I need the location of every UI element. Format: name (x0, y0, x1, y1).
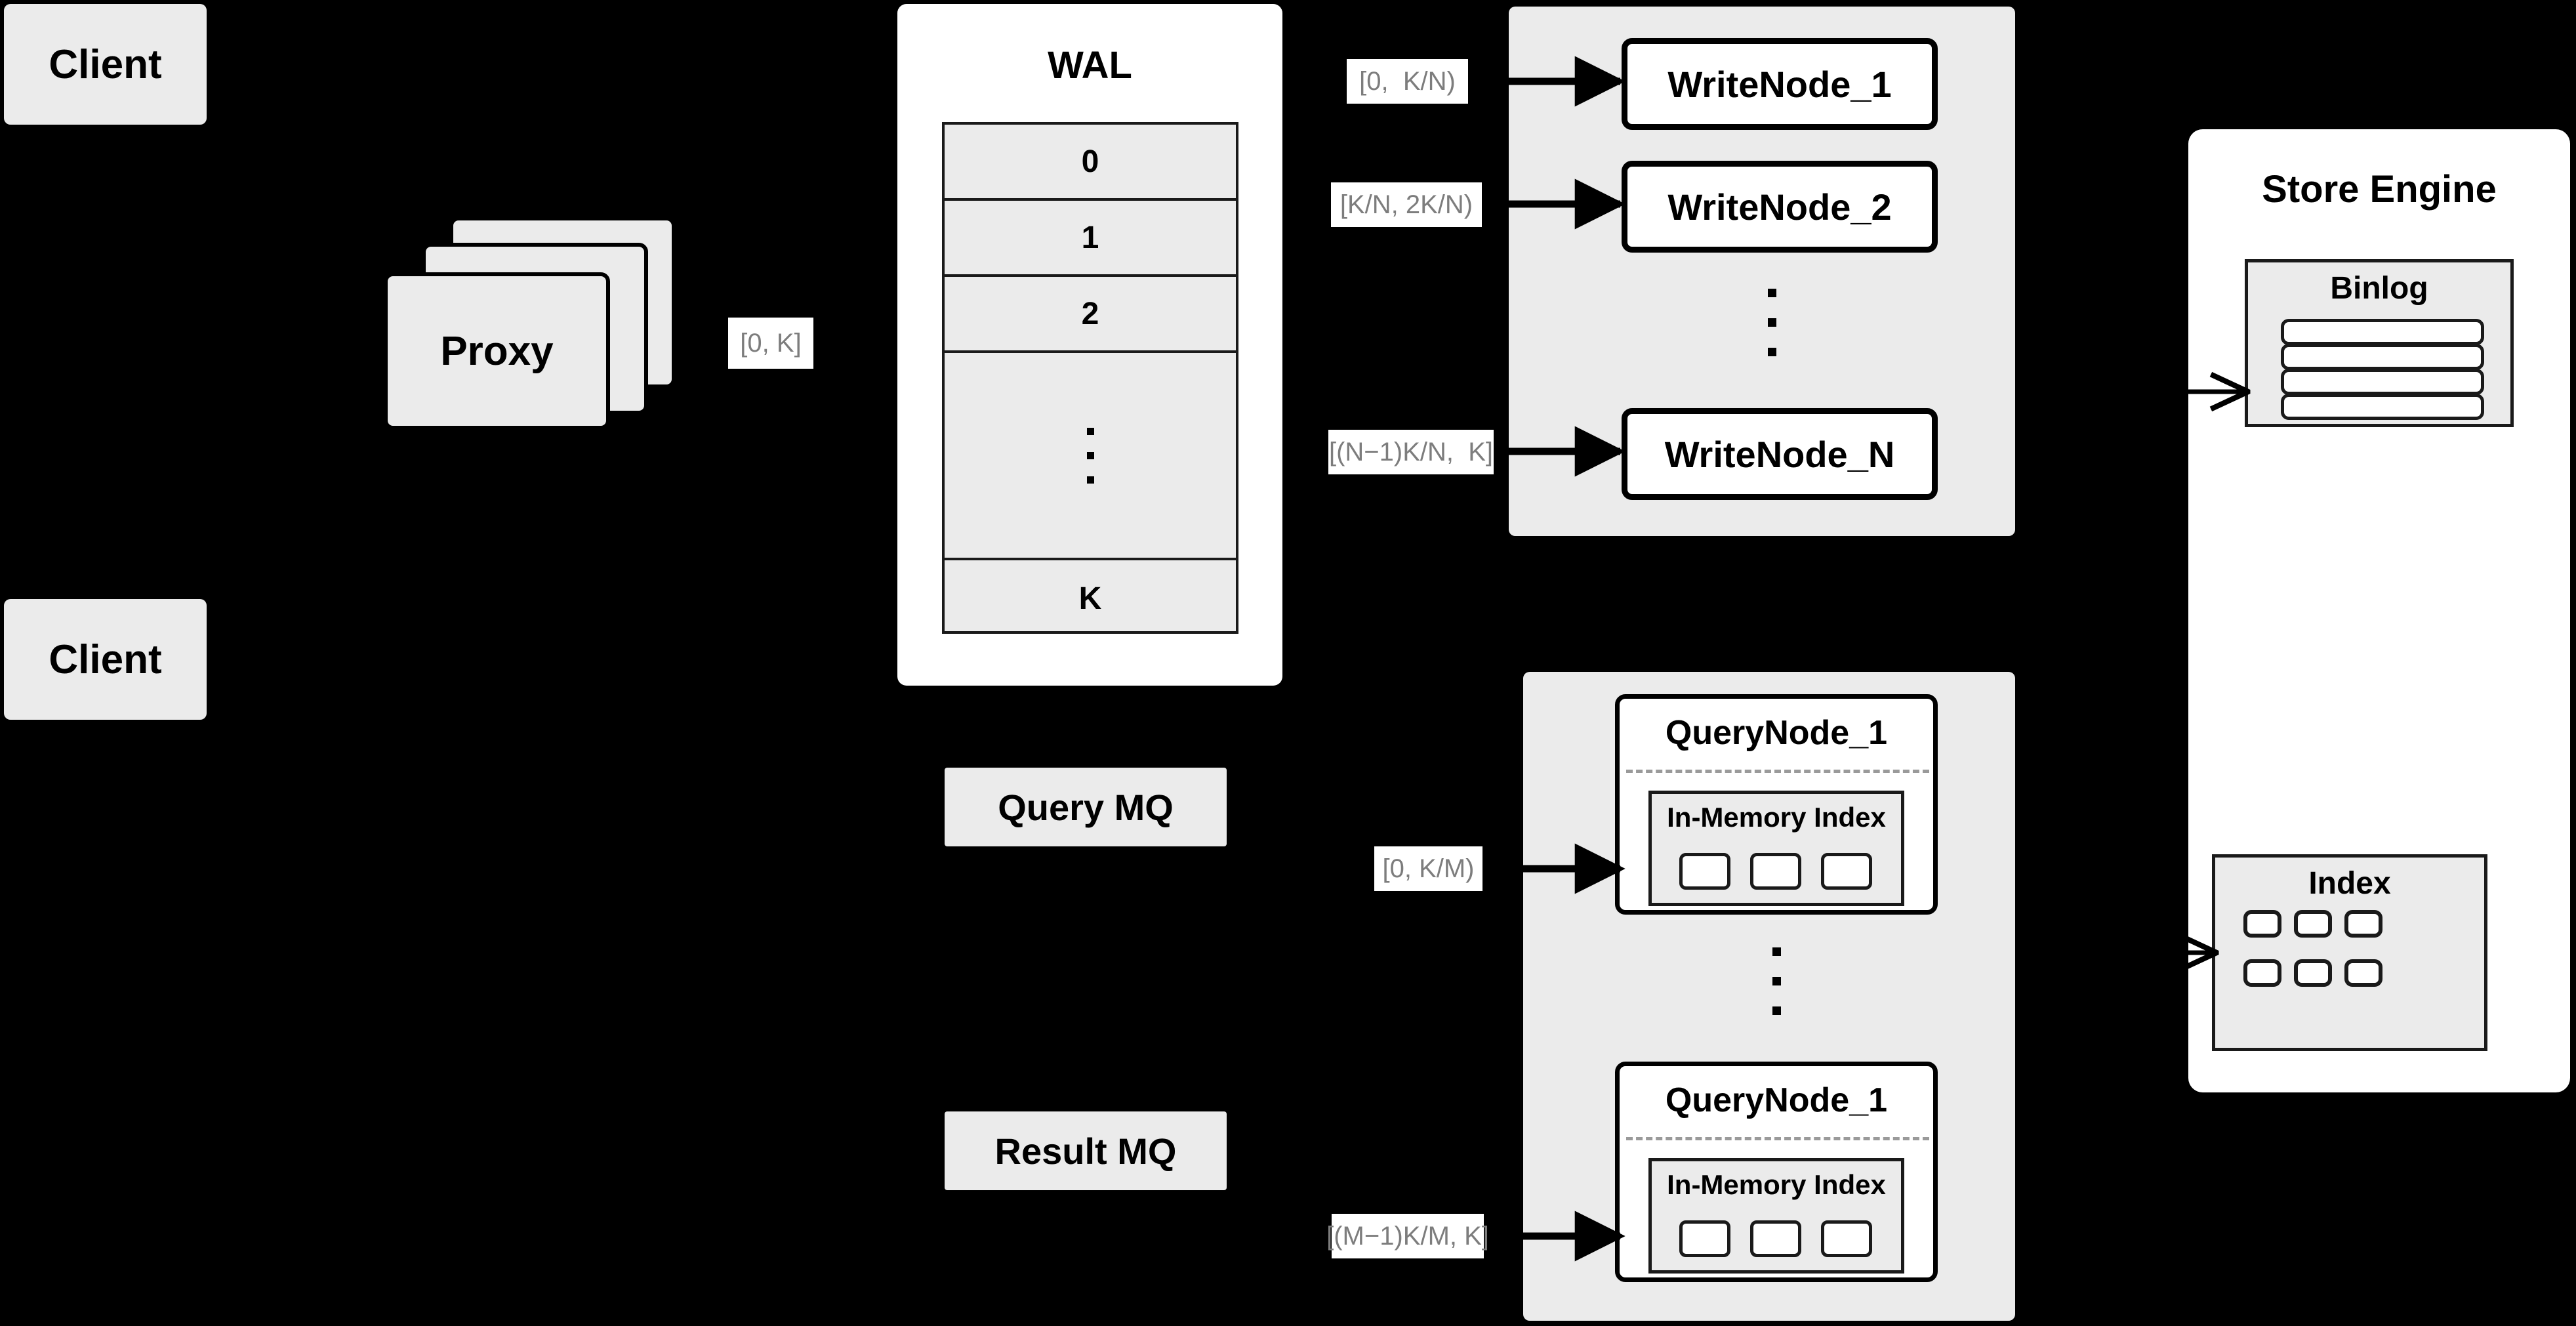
write-node-2[interactable]: WriteNode_2 (1622, 161, 1938, 253)
write-node-ellipsis (1768, 289, 1776, 356)
wal-row-0[interactable]: 0 (945, 125, 1236, 201)
index-cell[interactable] (2243, 910, 2281, 938)
binlog-panel: Binlog (2245, 259, 2514, 427)
index-cell[interactable] (2243, 959, 2281, 987)
proxy-label: Proxy (440, 328, 554, 374)
client-label-1: Client (49, 41, 162, 87)
binlog-bar[interactable] (2281, 319, 2484, 345)
range-label-proxy-to-wal-text: [0, K] (740, 328, 802, 358)
write-node-1[interactable]: WriteNode_1 (1622, 38, 1938, 130)
index-cell[interactable] (1821, 1220, 1872, 1257)
range-label-write-node-1: [0, K/N) (1347, 59, 1468, 104)
wal-row-0-label: 0 (1081, 144, 1099, 179)
proxy-layer-front[interactable]: Proxy (384, 272, 610, 430)
range-label-query-node-1: [0, K/M) (1374, 846, 1482, 891)
write-node-n-label: WriteNode_N (1664, 433, 1895, 475)
wal-table: 0 1 2 K (942, 122, 1238, 634)
index-cell[interactable] (1750, 853, 1801, 890)
result-mq-box[interactable]: Result MQ (945, 1111, 1227, 1190)
wal-row-1-label: 1 (1081, 220, 1099, 255)
query-node-2-divider (1626, 1137, 1929, 1140)
ellipsis-dot (1772, 977, 1781, 985)
ellipsis-dot (1086, 476, 1094, 484)
ellipsis-dot (1772, 1006, 1781, 1015)
range-label-write-node-n-text: [(N−1)K/N, K] (1328, 437, 1494, 466)
index-cell[interactable] (1750, 1220, 1801, 1257)
wal-row-k-label: K (1078, 581, 1102, 616)
range-label-write-node-1-text: [0, K/N) (1359, 66, 1456, 96)
range-label-write-node-2: [K/N, 2K/N) (1331, 182, 1482, 227)
index-cell[interactable] (2344, 959, 2382, 987)
ellipsis-dot (1086, 427, 1094, 435)
wal-row-k[interactable]: K (945, 560, 1236, 636)
binlog-bar[interactable] (2281, 344, 2484, 370)
index-panel: Index (2212, 854, 2487, 1051)
index-cell[interactable] (2344, 910, 2382, 938)
index-cell[interactable] (1679, 853, 1730, 890)
query-node-1-in-memory-index-title: In-Memory Index (1667, 802, 1886, 833)
query-node-1-divider (1626, 770, 1929, 773)
query-mq-box[interactable]: Query MQ (945, 768, 1227, 846)
ellipsis-dot (1768, 318, 1776, 327)
write-node-1-label: WriteNode_1 (1667, 63, 1892, 105)
ellipsis-dot (1772, 947, 1781, 956)
range-label-write-node-2-text: [K/N, 2K/N) (1339, 190, 1473, 219)
query-node-group-panel: QueryNode_1 In-Memory Index QueryNode_1 … (1523, 672, 2015, 1321)
index-cell[interactable] (1821, 853, 1872, 890)
ellipsis-dot (1768, 348, 1776, 356)
write-node-2-label: WriteNode_2 (1667, 186, 1892, 228)
ellipsis-dot (1768, 289, 1776, 297)
wal-panel: WAL 0 1 2 K (897, 4, 1282, 686)
query-node-ellipsis (1772, 947, 1781, 1015)
query-node-1[interactable]: QueryNode_1 In-Memory Index (1615, 694, 1938, 915)
binlog-title: Binlog (2330, 271, 2428, 306)
range-label-write-node-n: [(N−1)K/N, K] (1328, 430, 1494, 474)
range-label-query-node-1-text: [0, K/M) (1382, 854, 1475, 883)
range-label-proxy-to-wal: [0, K] (728, 318, 813, 369)
index-cell[interactable] (1679, 1220, 1730, 1257)
index-cell[interactable] (2294, 910, 2332, 938)
query-node-2-in-memory-index-title: In-Memory Index (1667, 1169, 1886, 1200)
binlog-bar[interactable] (2281, 394, 2484, 420)
query-node-2-title: QueryNode_1 (1665, 1081, 1888, 1119)
wal-row-ellipsis (945, 353, 1236, 560)
wal-row-2[interactable]: 2 (945, 277, 1236, 353)
range-label-query-node-2-text: [(M−1)K/M, K] (1326, 1221, 1489, 1251)
ellipsis-dot (1086, 451, 1094, 459)
write-node-n[interactable]: WriteNode_N (1622, 408, 1938, 500)
store-engine-title: Store Engine (2262, 168, 2497, 211)
query-node-1-in-memory-index: In-Memory Index (1648, 791, 1904, 906)
store-engine-panel: Store Engine Binlog Index (2188, 129, 2570, 1092)
index-title: Index (2308, 866, 2391, 901)
result-mq-label: Result MQ (994, 1130, 1177, 1172)
write-node-group-panel: WriteNode_1 WriteNode_2 WriteNode_N (1509, 7, 2015, 536)
client-box-2[interactable]: Client (4, 599, 207, 720)
wal-title: WAL (1048, 44, 1132, 87)
index-cell[interactable] (2294, 959, 2332, 987)
client-label-2: Client (49, 636, 162, 682)
binlog-bar[interactable] (2281, 369, 2484, 395)
client-box-1[interactable]: Client (4, 4, 207, 125)
query-node-2[interactable]: QueryNode_1 In-Memory Index (1615, 1062, 1938, 1282)
query-mq-label: Query MQ (998, 786, 1174, 828)
query-node-1-title: QueryNode_1 (1665, 714, 1888, 752)
range-label-query-node-2: [(M−1)K/M, K] (1326, 1214, 1489, 1258)
wal-row-1[interactable]: 1 (945, 201, 1236, 277)
wal-row-2-label: 2 (1081, 296, 1099, 331)
query-node-2-in-memory-index: In-Memory Index (1648, 1158, 1904, 1274)
